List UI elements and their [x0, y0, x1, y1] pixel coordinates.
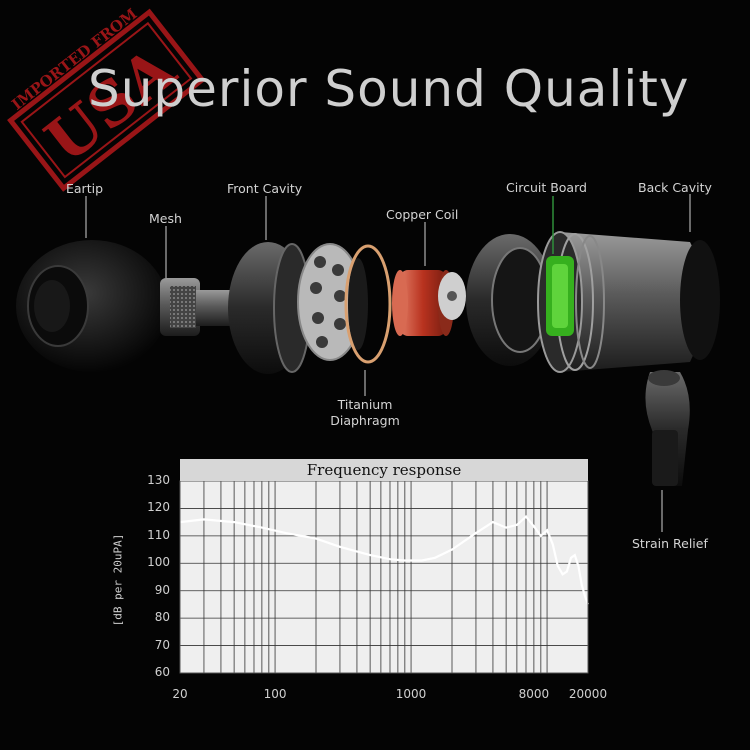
label-copper-coil: Copper Coil: [386, 207, 459, 222]
chart-y-tick-label: 90: [154, 582, 170, 597]
chart-grid: [179, 480, 589, 674]
label-strain-relief: Strain Relief: [632, 536, 708, 551]
chart-series-line: [179, 515, 590, 605]
chart-plot-area: [180, 481, 588, 673]
chart-y-tick-label: 100: [147, 555, 170, 570]
chart-frame: [179, 480, 589, 674]
strain-relief-part: [645, 370, 690, 486]
leader-lines: [85, 194, 691, 532]
chart-x-tick-label: 8000: [518, 687, 550, 701]
diaphragm-part: [297, 243, 392, 364]
page-title: Superior Sound Quality: [88, 60, 690, 118]
chart-x-tick-label: 20: [172, 687, 188, 701]
chart-x-tick-label: 20000: [568, 687, 608, 701]
housing-front-part: [466, 234, 554, 366]
chart-y-tick-label: 120: [147, 500, 170, 515]
chart-y-tick-label: 60: [154, 665, 170, 679]
chart-y-tick-label: 130: [147, 473, 170, 487]
chart-x-tick-label: 100: [263, 687, 287, 701]
chart-y-tick-label: 80: [154, 610, 170, 625]
label-circuit-board: Circuit Board: [506, 180, 587, 195]
label-mesh: Mesh: [149, 211, 182, 226]
chart-y-tick-label: 110: [147, 527, 170, 542]
chart-x-tick-label: 1000: [395, 687, 427, 701]
label-titanium-line1: Titanium: [337, 397, 393, 412]
label-titanium-line2: Diaphragm: [330, 413, 400, 428]
magnet-part: [438, 272, 466, 320]
mesh-part: [160, 278, 232, 336]
label-back-cavity: Back Cavity: [638, 180, 712, 195]
label-eartip: Eartip: [66, 181, 104, 196]
label-titanium-diaphragm: Titanium Diaphragm: [330, 397, 400, 429]
eartip-part: [16, 240, 168, 372]
imported-from-usa-stamp: IMPORTED FROM USA: [7, 5, 206, 192]
chart-title: Frequency response: [306, 461, 462, 479]
chart-y-tick-label: 70: [154, 637, 170, 652]
chart-y-axis-label: [dB per 20uPA]: [111, 533, 125, 627]
chart-title-bar: [180, 459, 588, 481]
label-front-cavity: Front Cavity: [227, 181, 303, 196]
back-cavity-part: [537, 231, 720, 373]
